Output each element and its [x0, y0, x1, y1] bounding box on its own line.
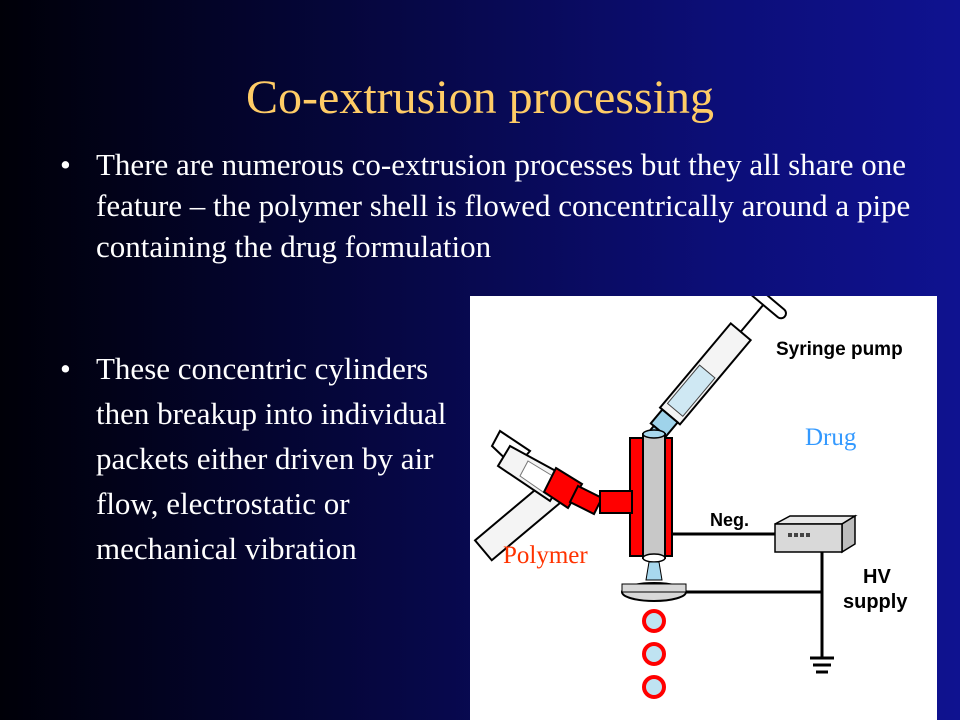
bullet-marker: •	[60, 351, 71, 386]
drug-pipe	[642, 433, 666, 559]
hv-supply-box	[774, 514, 858, 554]
coextrusion-diagram: Syringe pump Drug Polymer Neg. HV supply	[470, 296, 937, 720]
neg-label: Neg.	[710, 510, 749, 530]
slide-title: Co-extrusion processing	[246, 71, 714, 124]
bullet-item-2: • These concentric cylinders then breaku…	[60, 346, 450, 571]
bullet-text-1: There are numerous co-extrusion processe…	[96, 147, 911, 264]
drug-syringe	[643, 296, 787, 446]
bullet-item-1: • There are numerous co-extrusion proces…	[60, 144, 930, 267]
supply-label: supply	[843, 591, 908, 613]
droplets	[642, 609, 666, 699]
bullet-marker: •	[60, 147, 71, 182]
hv-label: HV	[863, 566, 891, 588]
ground-icon	[810, 656, 834, 674]
polymer-label: Polymer	[503, 542, 588, 569]
bullet-text-2: These concentric cylinders then breakup …	[96, 351, 447, 566]
syringe-pump-label: Syringe pump	[776, 339, 903, 360]
drug-label: Drug	[805, 424, 857, 451]
